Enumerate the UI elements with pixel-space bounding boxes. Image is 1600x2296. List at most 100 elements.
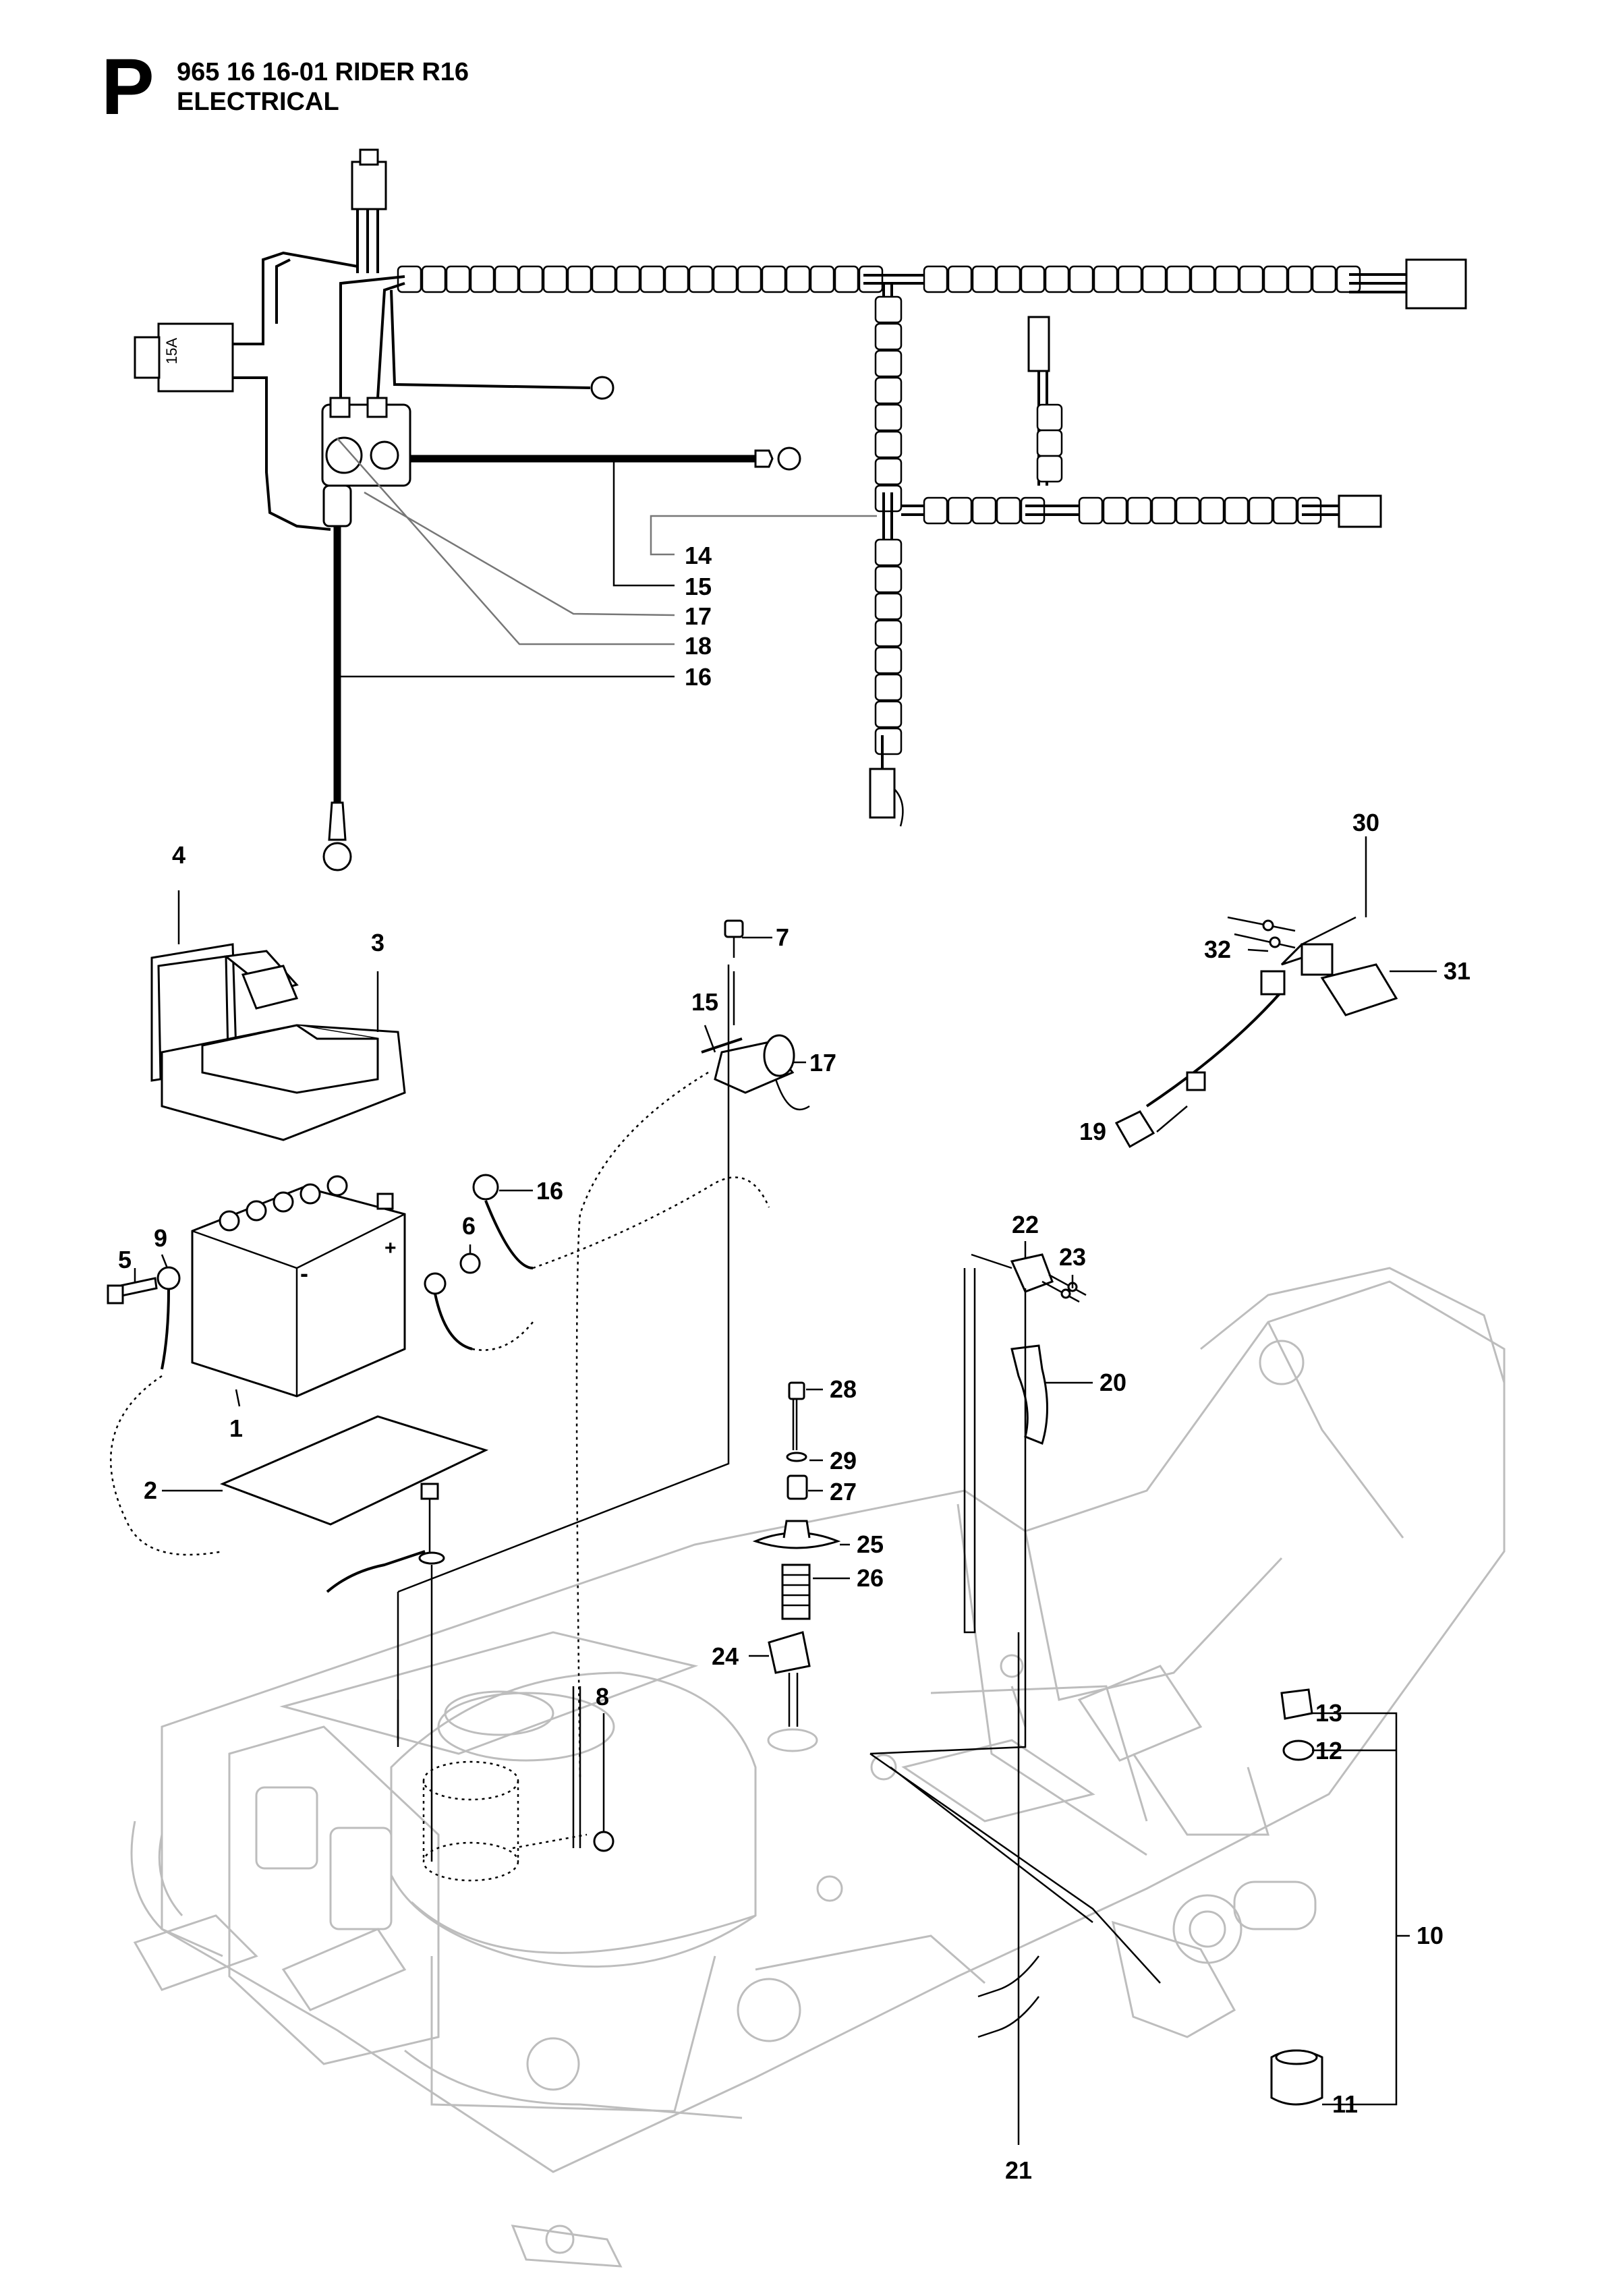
loom-segment bbox=[1166, 265, 1191, 293]
loom-segment bbox=[874, 565, 903, 594]
brake-switch-assembly bbox=[869, 1253, 1161, 2038]
loom-segment bbox=[874, 538, 903, 567]
loom-segment bbox=[874, 295, 903, 324]
connector-right-wires bbox=[1349, 273, 1406, 293]
safety-switch-assembly bbox=[1114, 916, 1398, 1149]
callout-13: 13 bbox=[1315, 1699, 1342, 1727]
loom-segment bbox=[1248, 496, 1274, 525]
switch-body bbox=[1301, 943, 1334, 976]
callout-8: 8 bbox=[596, 1683, 609, 1711]
loom-segment bbox=[1093, 265, 1118, 293]
top-connector-tab bbox=[359, 148, 379, 166]
solenoid-terminal-2 bbox=[370, 440, 399, 470]
leader-lines bbox=[134, 836, 1437, 2145]
ring-terminal-9 bbox=[156, 1266, 181, 1290]
loom-segment bbox=[421, 265, 447, 293]
loom-segment bbox=[567, 265, 592, 293]
callout-32: 32 bbox=[1204, 936, 1231, 963]
loom-segment bbox=[996, 496, 1021, 525]
loom-segment bbox=[874, 646, 903, 675]
spring-26 bbox=[781, 1563, 811, 1620]
callout-16: 16 bbox=[685, 663, 712, 691]
callout-23: 23 bbox=[1059, 1243, 1086, 1271]
callout-26: 26 bbox=[857, 1564, 884, 1592]
connector-branch-wires bbox=[1302, 505, 1339, 516]
callout-25: 25 bbox=[857, 1530, 884, 1558]
callout-10: 10 bbox=[1417, 1922, 1444, 1949]
loom-segment bbox=[1117, 265, 1143, 293]
washer-29 bbox=[786, 1452, 807, 1462]
switch-24 bbox=[768, 1631, 811, 1674]
callout-28: 28 bbox=[830, 1375, 857, 1403]
ring-terminal-ground bbox=[590, 376, 615, 400]
harness-bottom-plug bbox=[869, 768, 896, 819]
callout-17: 17 bbox=[685, 602, 712, 630]
callout-24: 24 bbox=[712, 1642, 739, 1670]
callout-9: 9 bbox=[154, 1224, 167, 1252]
loom-segment bbox=[1190, 265, 1216, 293]
callout-16-lower: 16 bbox=[536, 1177, 563, 1205]
callout-14: 14 bbox=[685, 542, 712, 569]
callout-12: 12 bbox=[1315, 1737, 1342, 1764]
callout-1: 1 bbox=[229, 1414, 243, 1442]
bolt-7-head bbox=[724, 919, 744, 938]
loom-segment bbox=[1151, 496, 1176, 525]
loom-segment bbox=[615, 265, 641, 293]
loom-segment bbox=[785, 265, 811, 293]
harness-loom-vertical bbox=[874, 295, 903, 755]
loom-segment bbox=[1175, 496, 1201, 525]
mower-frame bbox=[130, 1267, 1506, 2268]
loom-segment bbox=[688, 265, 714, 293]
loom-segment bbox=[874, 322, 903, 351]
loom-segment bbox=[947, 265, 973, 293]
knob-13 bbox=[1280, 1688, 1313, 1720]
screw-8 bbox=[593, 1831, 615, 1852]
solenoid-terminal bbox=[325, 436, 363, 474]
cup-25 bbox=[752, 1532, 841, 1549]
loom-segment bbox=[1199, 496, 1225, 525]
bracket-31 bbox=[1320, 963, 1398, 1016]
knob-assembly bbox=[1270, 1688, 1410, 2106]
loom-segment bbox=[858, 265, 884, 293]
fuse-holder-cap bbox=[134, 336, 161, 379]
callout-7: 7 bbox=[776, 923, 789, 951]
callout-15: 15 bbox=[685, 573, 712, 600]
wire-leads-23 bbox=[1041, 1273, 1087, 1303]
harness-end-connector-right bbox=[1405, 258, 1467, 310]
callout-21: 21 bbox=[1005, 2156, 1032, 2184]
loom-segment bbox=[874, 700, 903, 728]
loom-segment bbox=[761, 265, 787, 293]
model-title: 965 16 16-01 RIDER R16 bbox=[177, 58, 469, 86]
loom-segment bbox=[737, 265, 762, 293]
loom-segment bbox=[1020, 265, 1046, 293]
loom-segment bbox=[1238, 265, 1264, 293]
battery-minus-sign: - bbox=[300, 1259, 308, 1287]
loom-segment bbox=[971, 496, 997, 525]
loom-segment bbox=[469, 265, 495, 293]
loom-segment bbox=[397, 265, 422, 293]
loom-segment bbox=[445, 265, 471, 293]
loom-segment bbox=[971, 265, 997, 293]
loom-segment bbox=[1078, 496, 1104, 525]
callout-4: 4 bbox=[172, 841, 185, 869]
callout-5: 5 bbox=[118, 1246, 132, 1273]
callout-30: 30 bbox=[1352, 809, 1379, 836]
wiring-harness: 15A bbox=[134, 148, 1467, 871]
loom-segment bbox=[874, 349, 903, 378]
nut-6 bbox=[459, 1253, 481, 1274]
loom-segment bbox=[874, 619, 903, 648]
callout-20: 20 bbox=[1099, 1369, 1126, 1396]
loom-segment bbox=[1272, 496, 1298, 525]
switch-22 bbox=[1010, 1253, 1054, 1293]
wire-leads-32 bbox=[1227, 916, 1296, 949]
spacer-27 bbox=[787, 1474, 808, 1500]
loom-segment bbox=[923, 265, 948, 293]
loom-segment bbox=[874, 376, 903, 405]
callout-11: 11 bbox=[1332, 2090, 1358, 2118]
loom-segment bbox=[996, 265, 1021, 293]
engine-sensor-assembly bbox=[422, 1686, 615, 1882]
loom-segment bbox=[1214, 265, 1240, 293]
callout-15-lower: 15 bbox=[691, 988, 718, 1016]
loom-segment bbox=[1102, 496, 1128, 525]
top-connector bbox=[351, 161, 387, 210]
